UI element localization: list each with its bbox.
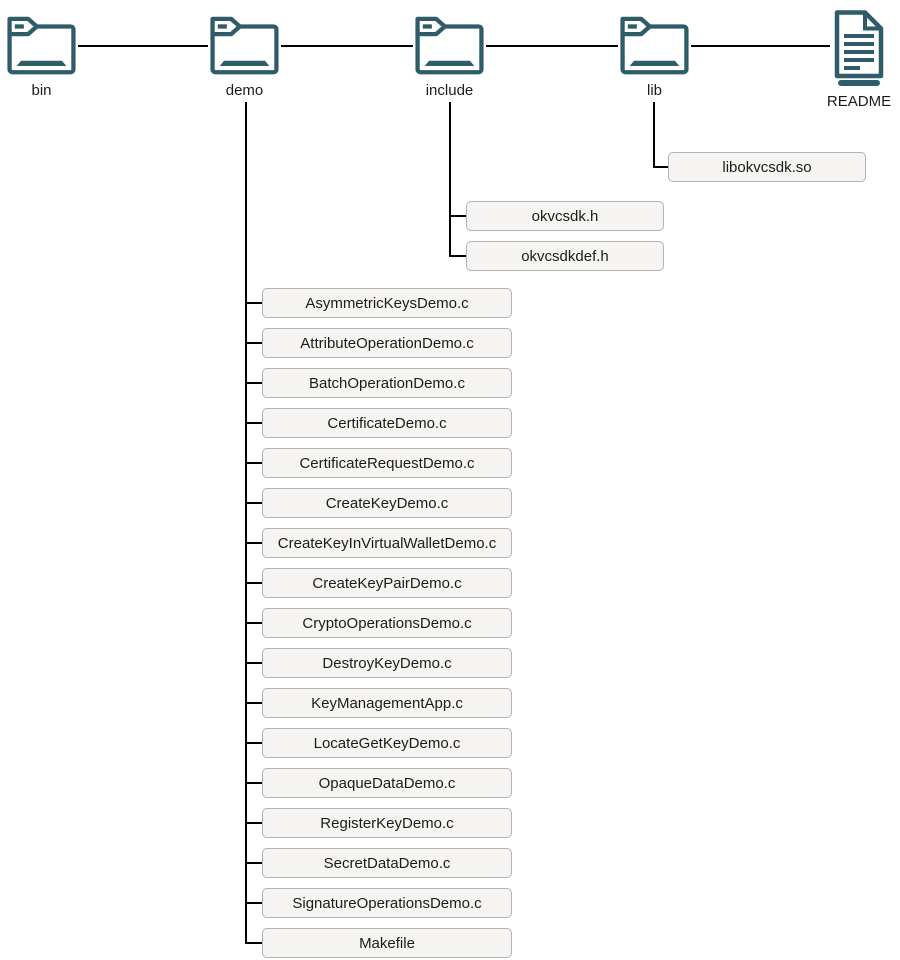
file-node: AttributeOperationDemo.c — [262, 328, 512, 358]
connector-line — [78, 45, 208, 47]
tree-branch-line — [246, 582, 262, 584]
file-node: CreateKeyInVirtualWalletDemo.c — [262, 528, 512, 558]
folder-label: bin — [31, 82, 52, 99]
folder-icon — [208, 16, 281, 77]
file-node: LocateGetKeyDemo.c — [262, 728, 512, 758]
tree-branch-line — [246, 702, 262, 704]
connector-line — [486, 45, 618, 47]
file-node: libokvcsdk.so — [668, 152, 866, 182]
tree-branch-line — [654, 166, 668, 168]
file-node: CryptoOperationsDemo.c — [262, 608, 512, 638]
connector-line — [281, 45, 413, 47]
file-node: CreateKeyDemo.c — [262, 488, 512, 518]
file-node: CertificateDemo.c — [262, 408, 512, 438]
tree-trunk-line — [449, 102, 451, 257]
file-node: OpaqueDataDemo.c — [262, 768, 512, 798]
tree-branch-line — [450, 215, 466, 217]
tree-branch-line — [246, 662, 262, 664]
file-node: RegisterKeyDemo.c — [262, 808, 512, 838]
folder-icon — [413, 16, 486, 77]
readme-document-icon — [830, 10, 888, 88]
tree-branch-line — [246, 502, 262, 504]
file-node: okvcsdkdef.h — [466, 241, 664, 271]
file-node: okvcsdk.h — [466, 201, 664, 231]
file-node: AsymmetricKeysDemo.c — [262, 288, 512, 318]
file-node: DestroyKeyDemo.c — [262, 648, 512, 678]
file-node: CreateKeyPairDemo.c — [262, 568, 512, 598]
tree-trunk-line — [245, 102, 247, 944]
folder-label: demo — [225, 82, 264, 99]
folder-icon — [618, 16, 691, 77]
tree-trunk-line — [653, 102, 655, 168]
tree-branch-line — [246, 942, 262, 944]
tree-branch-line — [246, 382, 262, 384]
tree-branch-line — [246, 422, 262, 424]
file-node: KeyManagementApp.c — [262, 688, 512, 718]
file-node: BatchOperationDemo.c — [262, 368, 512, 398]
file-node: SignatureOperationsDemo.c — [262, 888, 512, 918]
file-node: CertificateRequestDemo.c — [262, 448, 512, 478]
tree-branch-line — [246, 342, 262, 344]
tree-branch-line — [246, 622, 262, 624]
tree-branch-line — [246, 822, 262, 824]
tree-branch-line — [246, 462, 262, 464]
tree-branch-line — [246, 862, 262, 864]
tree-branch-line — [246, 742, 262, 744]
tree-branch-line — [450, 255, 466, 257]
document-label: README — [826, 93, 892, 110]
connector-line — [691, 45, 830, 47]
tree-branch-line — [246, 302, 262, 304]
tree-branch-line — [246, 542, 262, 544]
file-node: SecretDataDemo.c — [262, 848, 512, 878]
file-node: Makefile — [262, 928, 512, 958]
folder-label: include — [425, 82, 474, 99]
folder-icon — [5, 16, 78, 77]
folder-label: lib — [646, 82, 662, 99]
tree-branch-line — [246, 782, 262, 784]
tree-branch-line — [246, 902, 262, 904]
